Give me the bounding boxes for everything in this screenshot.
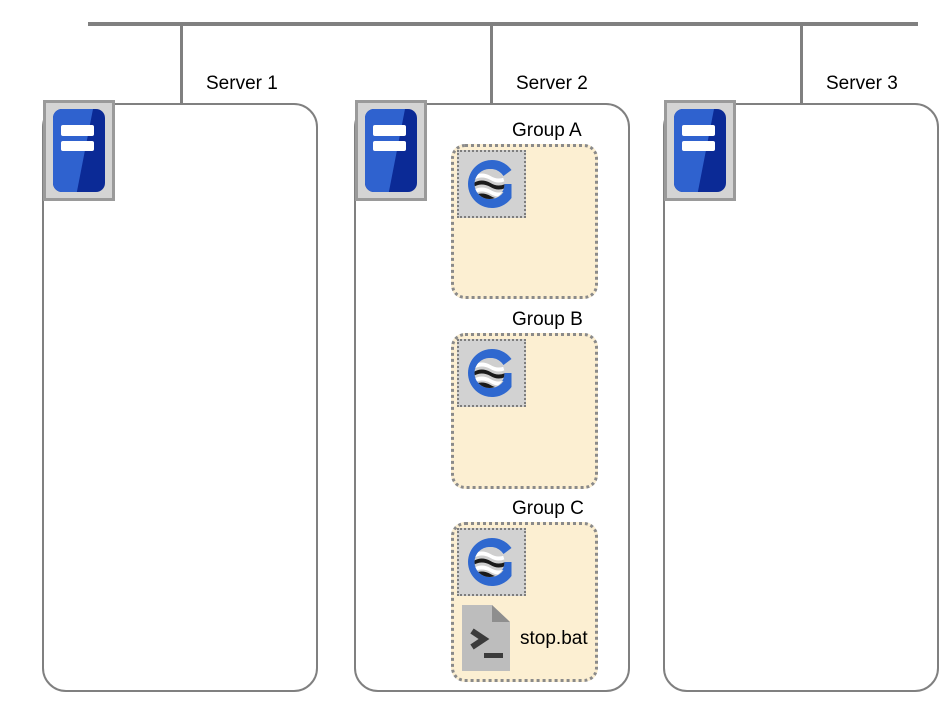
group-b-box[interactable] xyxy=(451,333,598,489)
file-name-label: stop.bat xyxy=(520,627,588,649)
group-c-box[interactable]: stop.bat xyxy=(451,522,598,682)
server-slot-bar xyxy=(373,140,406,152)
server-3-container[interactable] xyxy=(663,103,939,692)
group-c-label: Group C xyxy=(512,498,584,519)
server-slot-bar xyxy=(682,140,715,152)
network-drop-server-1 xyxy=(180,24,183,104)
server-chassis xyxy=(674,109,726,192)
server-1-container[interactable] xyxy=(42,103,318,692)
server-slot-bar xyxy=(61,124,94,136)
server-3-label: Server 3 xyxy=(826,73,898,94)
server-1-label: Server 1 xyxy=(206,73,278,94)
server-2-label: Server 2 xyxy=(516,73,588,94)
g-globe-logo-icon[interactable] xyxy=(457,339,526,407)
server-slot-bar xyxy=(61,140,94,152)
g-globe-logo-icon[interactable] xyxy=(457,528,526,596)
network-bus-line xyxy=(88,22,918,26)
server-chassis xyxy=(365,109,417,192)
server-chassis xyxy=(53,109,105,192)
list-item[interactable]: stop.bat xyxy=(462,605,588,671)
network-drop-server-3 xyxy=(800,24,803,104)
group-b-label: Group B xyxy=(512,309,583,330)
server-2-machine-icon xyxy=(355,100,427,201)
server-3-machine-icon xyxy=(664,100,736,201)
g-globe-logo-icon[interactable] xyxy=(457,150,526,218)
server-slot-bar xyxy=(682,124,715,136)
group-a-box[interactable] xyxy=(451,144,598,299)
bat-script-icon[interactable] xyxy=(462,605,510,671)
group-a-label: Group A xyxy=(512,120,582,141)
server-slot-bar xyxy=(373,124,406,136)
network-drop-server-2 xyxy=(490,24,493,104)
server-1-machine-icon xyxy=(43,100,115,201)
